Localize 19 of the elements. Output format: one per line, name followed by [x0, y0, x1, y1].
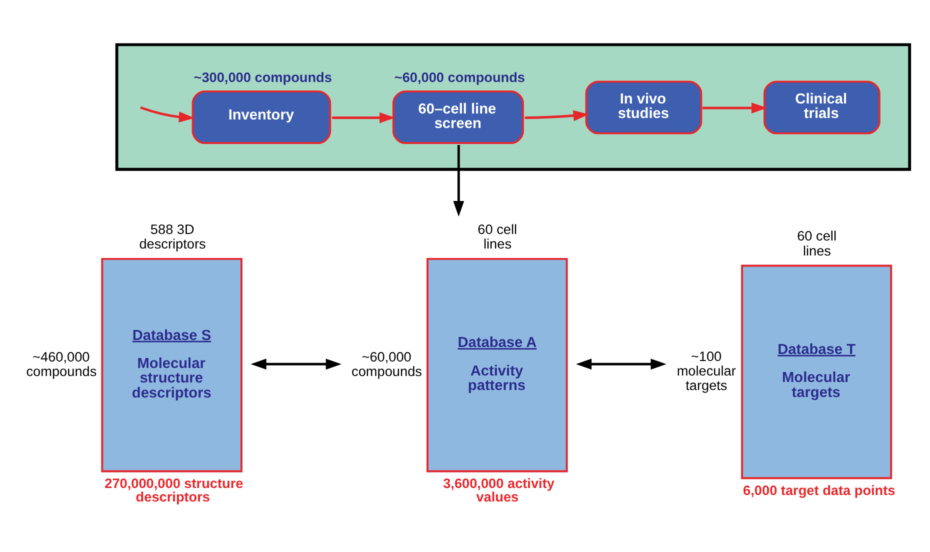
arrow	[250, 358, 342, 370]
arrow	[453, 145, 464, 217]
arrow	[140, 106, 195, 123]
arrow	[524, 110, 589, 122]
arrow	[702, 102, 768, 114]
arrow	[576, 358, 666, 370]
node-label: ~460,000 compounds	[26, 349, 97, 380]
node-label: 3,600,000 activity values	[443, 476, 554, 505]
cluster	[115, 43, 912, 171]
node-label: 270,000,000 structure descriptors	[104, 476, 244, 505]
node-label: ~100 molecular targets	[676, 348, 736, 394]
node-label: 6,000 target data points	[743, 482, 896, 498]
arrow	[332, 112, 396, 124]
node-label: 588 3D descriptors	[139, 222, 206, 252]
node-label: ~60,000 compounds	[394, 70, 526, 85]
node-label: 60 cell lines	[797, 228, 837, 258]
node-label: ~60,000 compounds	[352, 349, 422, 380]
node-label: ~300,000 compounds	[194, 70, 332, 85]
node-label: 60 cell lines	[478, 222, 518, 252]
